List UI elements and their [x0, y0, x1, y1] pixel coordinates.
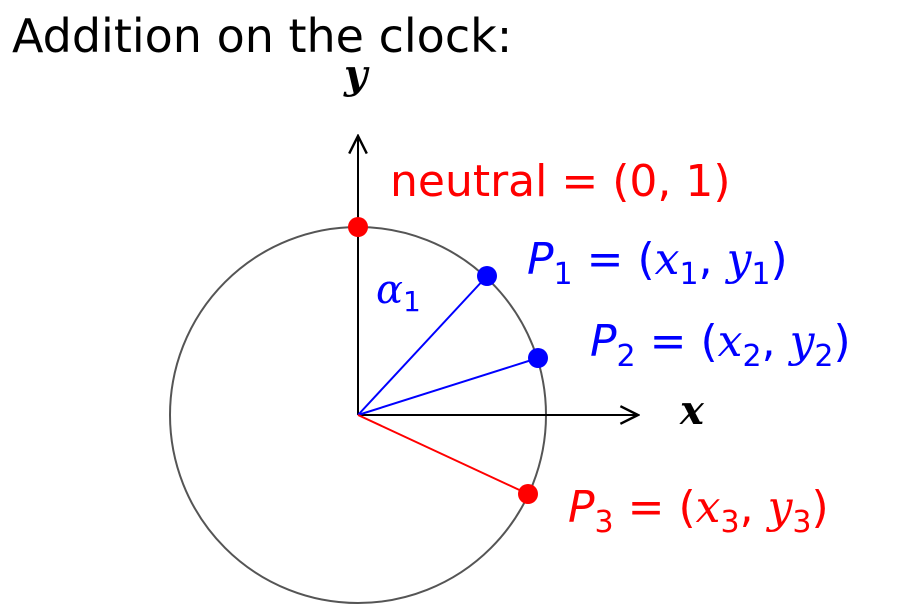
point-p2	[528, 348, 548, 368]
neutral-point	[348, 217, 368, 237]
radius-p1	[357, 275, 488, 416]
x-axis-label: x	[679, 387, 705, 434]
p1-label: P1 = (x1, y1)	[527, 234, 788, 292]
y-axis-label: y	[343, 51, 370, 98]
radius-p2	[357, 357, 539, 416]
angle-label: α1	[376, 267, 421, 318]
radius-p3	[357, 414, 529, 495]
neutral-label: neutral = (0, 1)	[390, 156, 731, 207]
point-p1	[477, 266, 497, 286]
point-p3	[518, 484, 538, 504]
p2-label: P2 = (x2, y2)	[590, 316, 851, 374]
p3-label: P3 = (x3, y3)	[568, 482, 829, 540]
page-title: Addition on the clock:	[12, 9, 512, 63]
